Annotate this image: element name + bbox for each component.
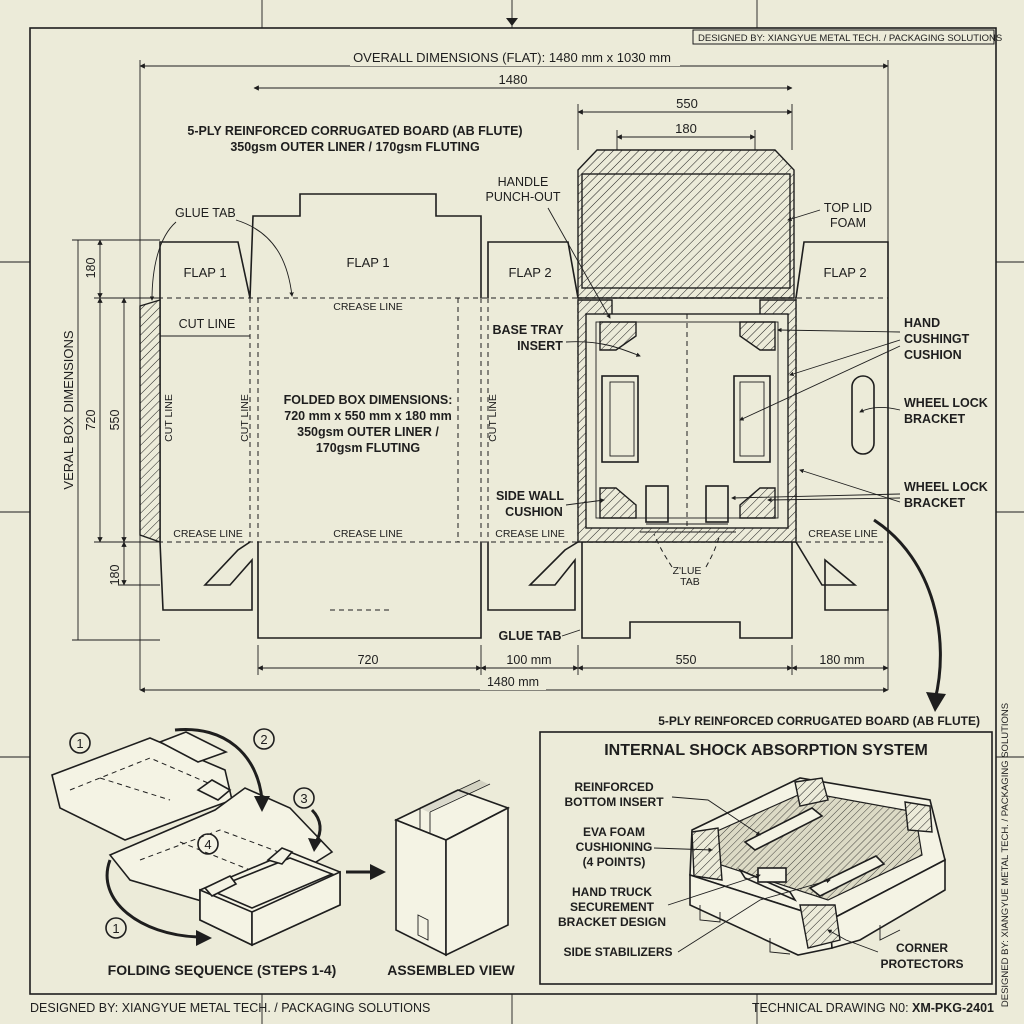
dim-550-top: 550	[676, 96, 698, 111]
glue-tab-small-1: Z'LUE	[673, 565, 702, 577]
hand-truck-label-1: HAND TRUCK	[572, 885, 652, 899]
base-tray-insert	[577, 297, 797, 543]
left-dimensions	[72, 239, 160, 641]
crease-label-bottom-3: CREASE LINE	[495, 528, 564, 540]
shock-material-note: 5-PLY REINFORCED CORRUGATED BOARD (AB FL…	[658, 714, 980, 728]
handle-slot	[851, 375, 875, 455]
step1b-badge	[105, 917, 127, 939]
dim-180-left-top: 180	[84, 258, 98, 279]
step2-badge	[253, 728, 275, 750]
folded-line-4: 170gsm FLUTING	[316, 441, 420, 455]
side-stabilizers-label: SIDE STABILIZERS	[563, 945, 672, 959]
wheel-lock-label-2b: BRACKET	[904, 496, 965, 510]
eva-label-3: (4 POINTS)	[583, 855, 646, 869]
top-lid-label-1: TOP LID	[824, 201, 872, 215]
folded-line-3: 350gsm OUTER LINER /	[297, 425, 439, 439]
wheel-lock-label-2a: WHEEL LOCK	[904, 480, 988, 494]
step2-label: 2	[260, 732, 267, 747]
dim-1480-bottom: 1480 mm	[487, 675, 539, 689]
hand-truck-label-3: BRACKET DESIGN	[558, 915, 666, 929]
reinforced-label-2: BOTTOM INSERT	[564, 795, 664, 809]
hand-truck-label-2: SECUREMENT	[570, 900, 655, 914]
step3-badge	[293, 787, 315, 809]
cut-line-vertical-1: CUT LINE	[163, 394, 175, 442]
hand-cushion-label-1: HAND	[904, 316, 940, 330]
footer-drawing-number: TECHNICAL DRAWING N0: XM-PKG-2401	[752, 1001, 994, 1015]
dim-720-bottom: 720	[358, 653, 379, 667]
shock-title: INTERNAL SHOCK ABSORPTION SYSTEM	[604, 742, 928, 759]
step1-label: 1	[76, 736, 83, 751]
folded-dims: 720 mm x 550 mm x 180 mm	[284, 409, 451, 423]
top-lid-label-2: FOAM	[830, 216, 866, 230]
dim-550-bottom: 550	[676, 653, 697, 667]
folding-sequence	[51, 727, 386, 947]
wheel-lock-label-1b: BRACKET	[904, 412, 965, 426]
step1b-label: 1	[112, 921, 119, 936]
assembled-caption: ASSEMBLED VIEW	[387, 962, 515, 978]
flap1-left-label: FLAP 1	[183, 265, 226, 280]
folded-title: FOLDED BOX DIMENSIONS:	[284, 393, 453, 407]
big-curved-arrow	[873, 518, 942, 701]
side-wall-label-1: SIDE WALL	[496, 489, 564, 503]
footer-drawing-value: XM-PKG-2401	[912, 1001, 994, 1015]
flap2-mid-label: FLAP 2	[508, 265, 551, 280]
corner-label-2: PROTECTORS	[880, 957, 963, 971]
dim-100-bottom: 100 mm	[506, 653, 551, 667]
footer-designer: DESIGNED BY: XIANGYUE METAL TECH. / PACK…	[30, 1001, 430, 1015]
crease-label-bottom-1: CREASE LINE	[173, 528, 242, 540]
eva-label-2: CUSHIONING	[576, 840, 653, 854]
wheel-lock-label-1a: WHEEL LOCK	[904, 396, 988, 410]
glue-tab-top-label: GLUE TAB	[175, 206, 236, 220]
step3-label: 3	[300, 791, 307, 806]
crease-label-top: CREASE LINE	[333, 301, 402, 313]
flap2-right-label: FLAP 2	[823, 265, 866, 280]
vertical-designer-text: DESIGNED BY: XIANGYUE METAL TECH. / PACK…	[1000, 703, 1011, 1007]
handle-label-2: PUNCH-OUT	[486, 190, 561, 204]
glue-tab-bottom-label: GLUE TAB	[499, 629, 562, 643]
vertical-dimension-caption: VERAL BOX DIMENSIONS	[61, 330, 76, 489]
crease-label-bottom-4: CREASE LINE	[808, 528, 877, 540]
dim-180-top: 180	[675, 121, 697, 136]
designer-box	[692, 29, 995, 45]
material-line-2: 350gsm OUTER LINER / 170gsm FLUTING	[230, 140, 479, 154]
footer-drawing-label: TECHNICAL DRAWING N0:	[752, 1001, 912, 1015]
flap1-center-label: FLAP 1	[346, 255, 389, 270]
base-tray-label-2: INSERT	[517, 339, 563, 353]
reinforced-label-1: REINFORCED	[574, 780, 654, 794]
cut-line-label: CUT LINE	[179, 317, 236, 331]
side-wall-label-2: CUSHION	[505, 505, 563, 519]
cut-line-vertical-2: CUT LINE	[239, 394, 251, 442]
dieline	[139, 149, 889, 639]
dim-180-bottom: 180 mm	[819, 653, 864, 667]
designer-box-text: DESIGNED BY: XIANGYUE METAL TECH. / PACK…	[698, 33, 1002, 44]
corner-label-1: CORNER	[896, 941, 948, 955]
overall-dimension-label: OVERALL DIMENSIONS (FLAT): 1480 mm x 103…	[353, 50, 671, 65]
dim-720-left: 720	[84, 410, 98, 431]
eva-label-1: EVA FOAM	[583, 825, 645, 839]
handle-label-1: HANDLE	[498, 175, 549, 189]
assembled-box	[394, 779, 510, 957]
step4-badge	[197, 833, 219, 855]
material-line-1: 5-PLY REINFORCED CORRUGATED BOARD (AB FL…	[187, 124, 522, 138]
glue-tab-small-2: TAB	[680, 576, 700, 588]
dim-1480-top: 1480	[499, 72, 528, 87]
shock-panel-frame	[539, 731, 993, 985]
step4-label: 4	[204, 837, 211, 852]
glue-tab-left-hatch	[139, 299, 161, 543]
hand-cushion-label-2: CUSHINGT	[904, 332, 970, 346]
base-tray-label-1: BASE TRAY	[492, 323, 564, 337]
cut-line-vertical-3: CUT LINE	[487, 394, 499, 442]
dim-180-left-bottom: 180	[108, 565, 122, 586]
crease-label-bottom-2: CREASE LINE	[333, 528, 402, 540]
shock-tray-illustration	[689, 777, 946, 956]
folding-caption: FOLDING SEQUENCE (STEPS 1-4)	[108, 962, 337, 978]
step1-badge	[69, 732, 91, 754]
dim-550-left: 550	[108, 410, 122, 431]
hand-cushion-label-3: CUSHION	[904, 348, 962, 362]
